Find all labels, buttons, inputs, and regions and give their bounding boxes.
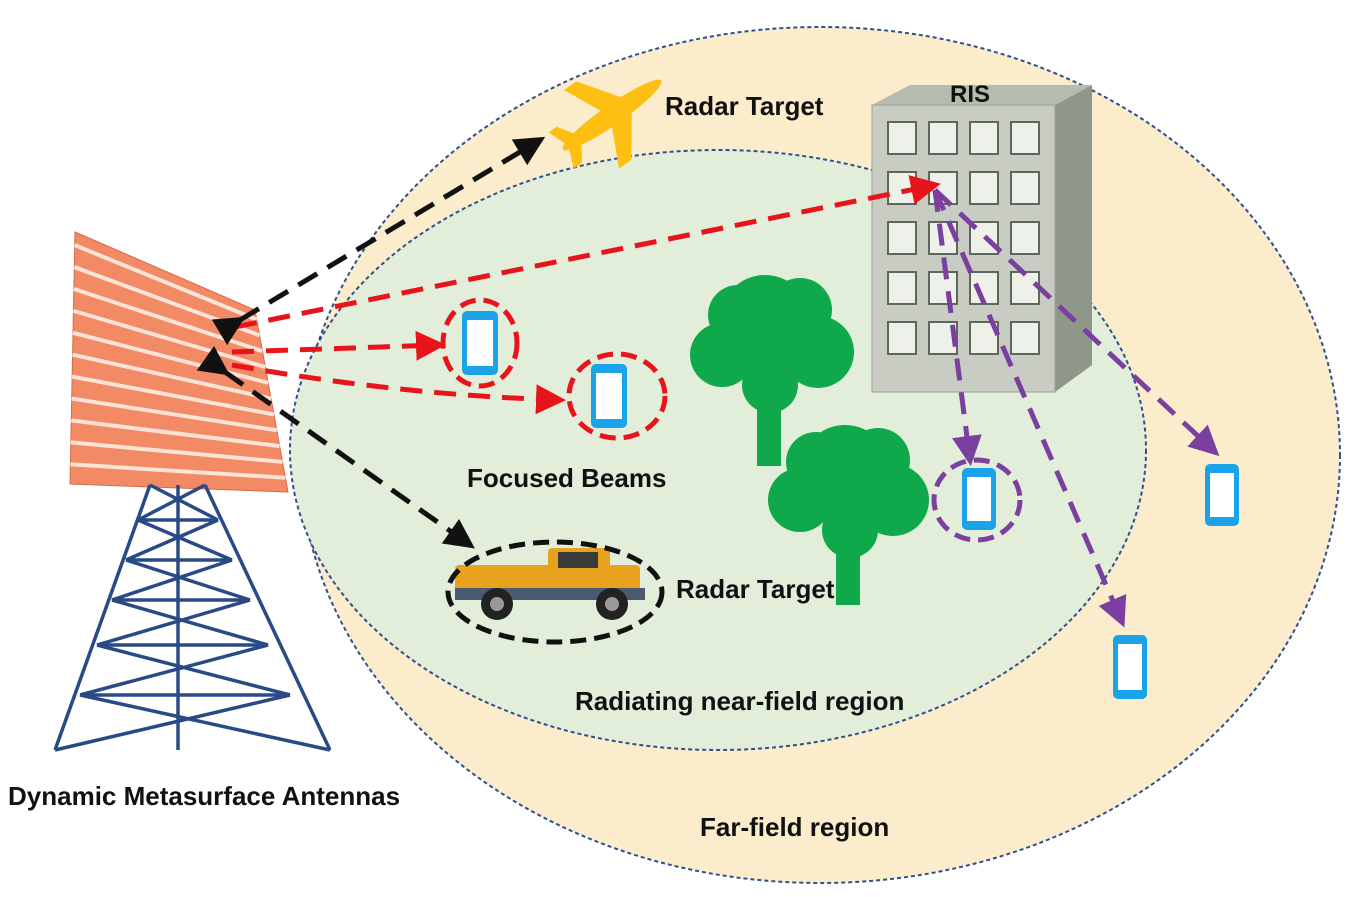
building-window bbox=[887, 121, 917, 155]
building-window bbox=[928, 271, 958, 305]
building-window bbox=[928, 121, 958, 155]
radar-target-truck-ring bbox=[445, 539, 665, 645]
black-beam bbox=[196, 345, 475, 549]
building-window bbox=[969, 171, 999, 205]
radar-target-top-label: Radar Target bbox=[665, 91, 824, 121]
metasurface-panel-icon bbox=[69, 231, 289, 493]
building-window bbox=[1010, 171, 1040, 205]
tree-icon bbox=[690, 275, 854, 466]
phone-icon bbox=[962, 468, 996, 530]
phone-icon bbox=[1205, 464, 1239, 526]
building-window bbox=[969, 121, 999, 155]
building-window bbox=[887, 271, 917, 305]
purple-beam bbox=[932, 189, 1127, 628]
tower-icon bbox=[53, 483, 332, 752]
black-beam bbox=[211, 136, 546, 346]
ris-label: RIS bbox=[950, 81, 990, 108]
building-window bbox=[887, 221, 917, 255]
near-field-label: Radiating near-field region bbox=[575, 686, 904, 716]
focused-beams-label: Focused Beams bbox=[467, 463, 666, 493]
dma-label: Dynamic Metasurface Antennas bbox=[8, 781, 400, 811]
building-window bbox=[1010, 321, 1040, 355]
far-field-label: Far-field region bbox=[700, 812, 889, 842]
building-window bbox=[1010, 271, 1040, 305]
building-window bbox=[1010, 221, 1040, 255]
phone-icon bbox=[462, 311, 498, 375]
phone-icon bbox=[591, 364, 627, 428]
tree-icon bbox=[768, 425, 929, 605]
purple-beam bbox=[932, 189, 982, 466]
focused-user-ring bbox=[566, 351, 668, 441]
building-window bbox=[1010, 121, 1040, 155]
truck-icon bbox=[455, 548, 645, 620]
phone-icon bbox=[1113, 635, 1147, 699]
purple-beam bbox=[933, 188, 1220, 457]
airplane-icon bbox=[548, 79, 662, 169]
building-icon bbox=[871, 85, 1092, 393]
building-window bbox=[887, 321, 917, 355]
radar-target-bottom-label: Radar Target bbox=[676, 574, 835, 604]
